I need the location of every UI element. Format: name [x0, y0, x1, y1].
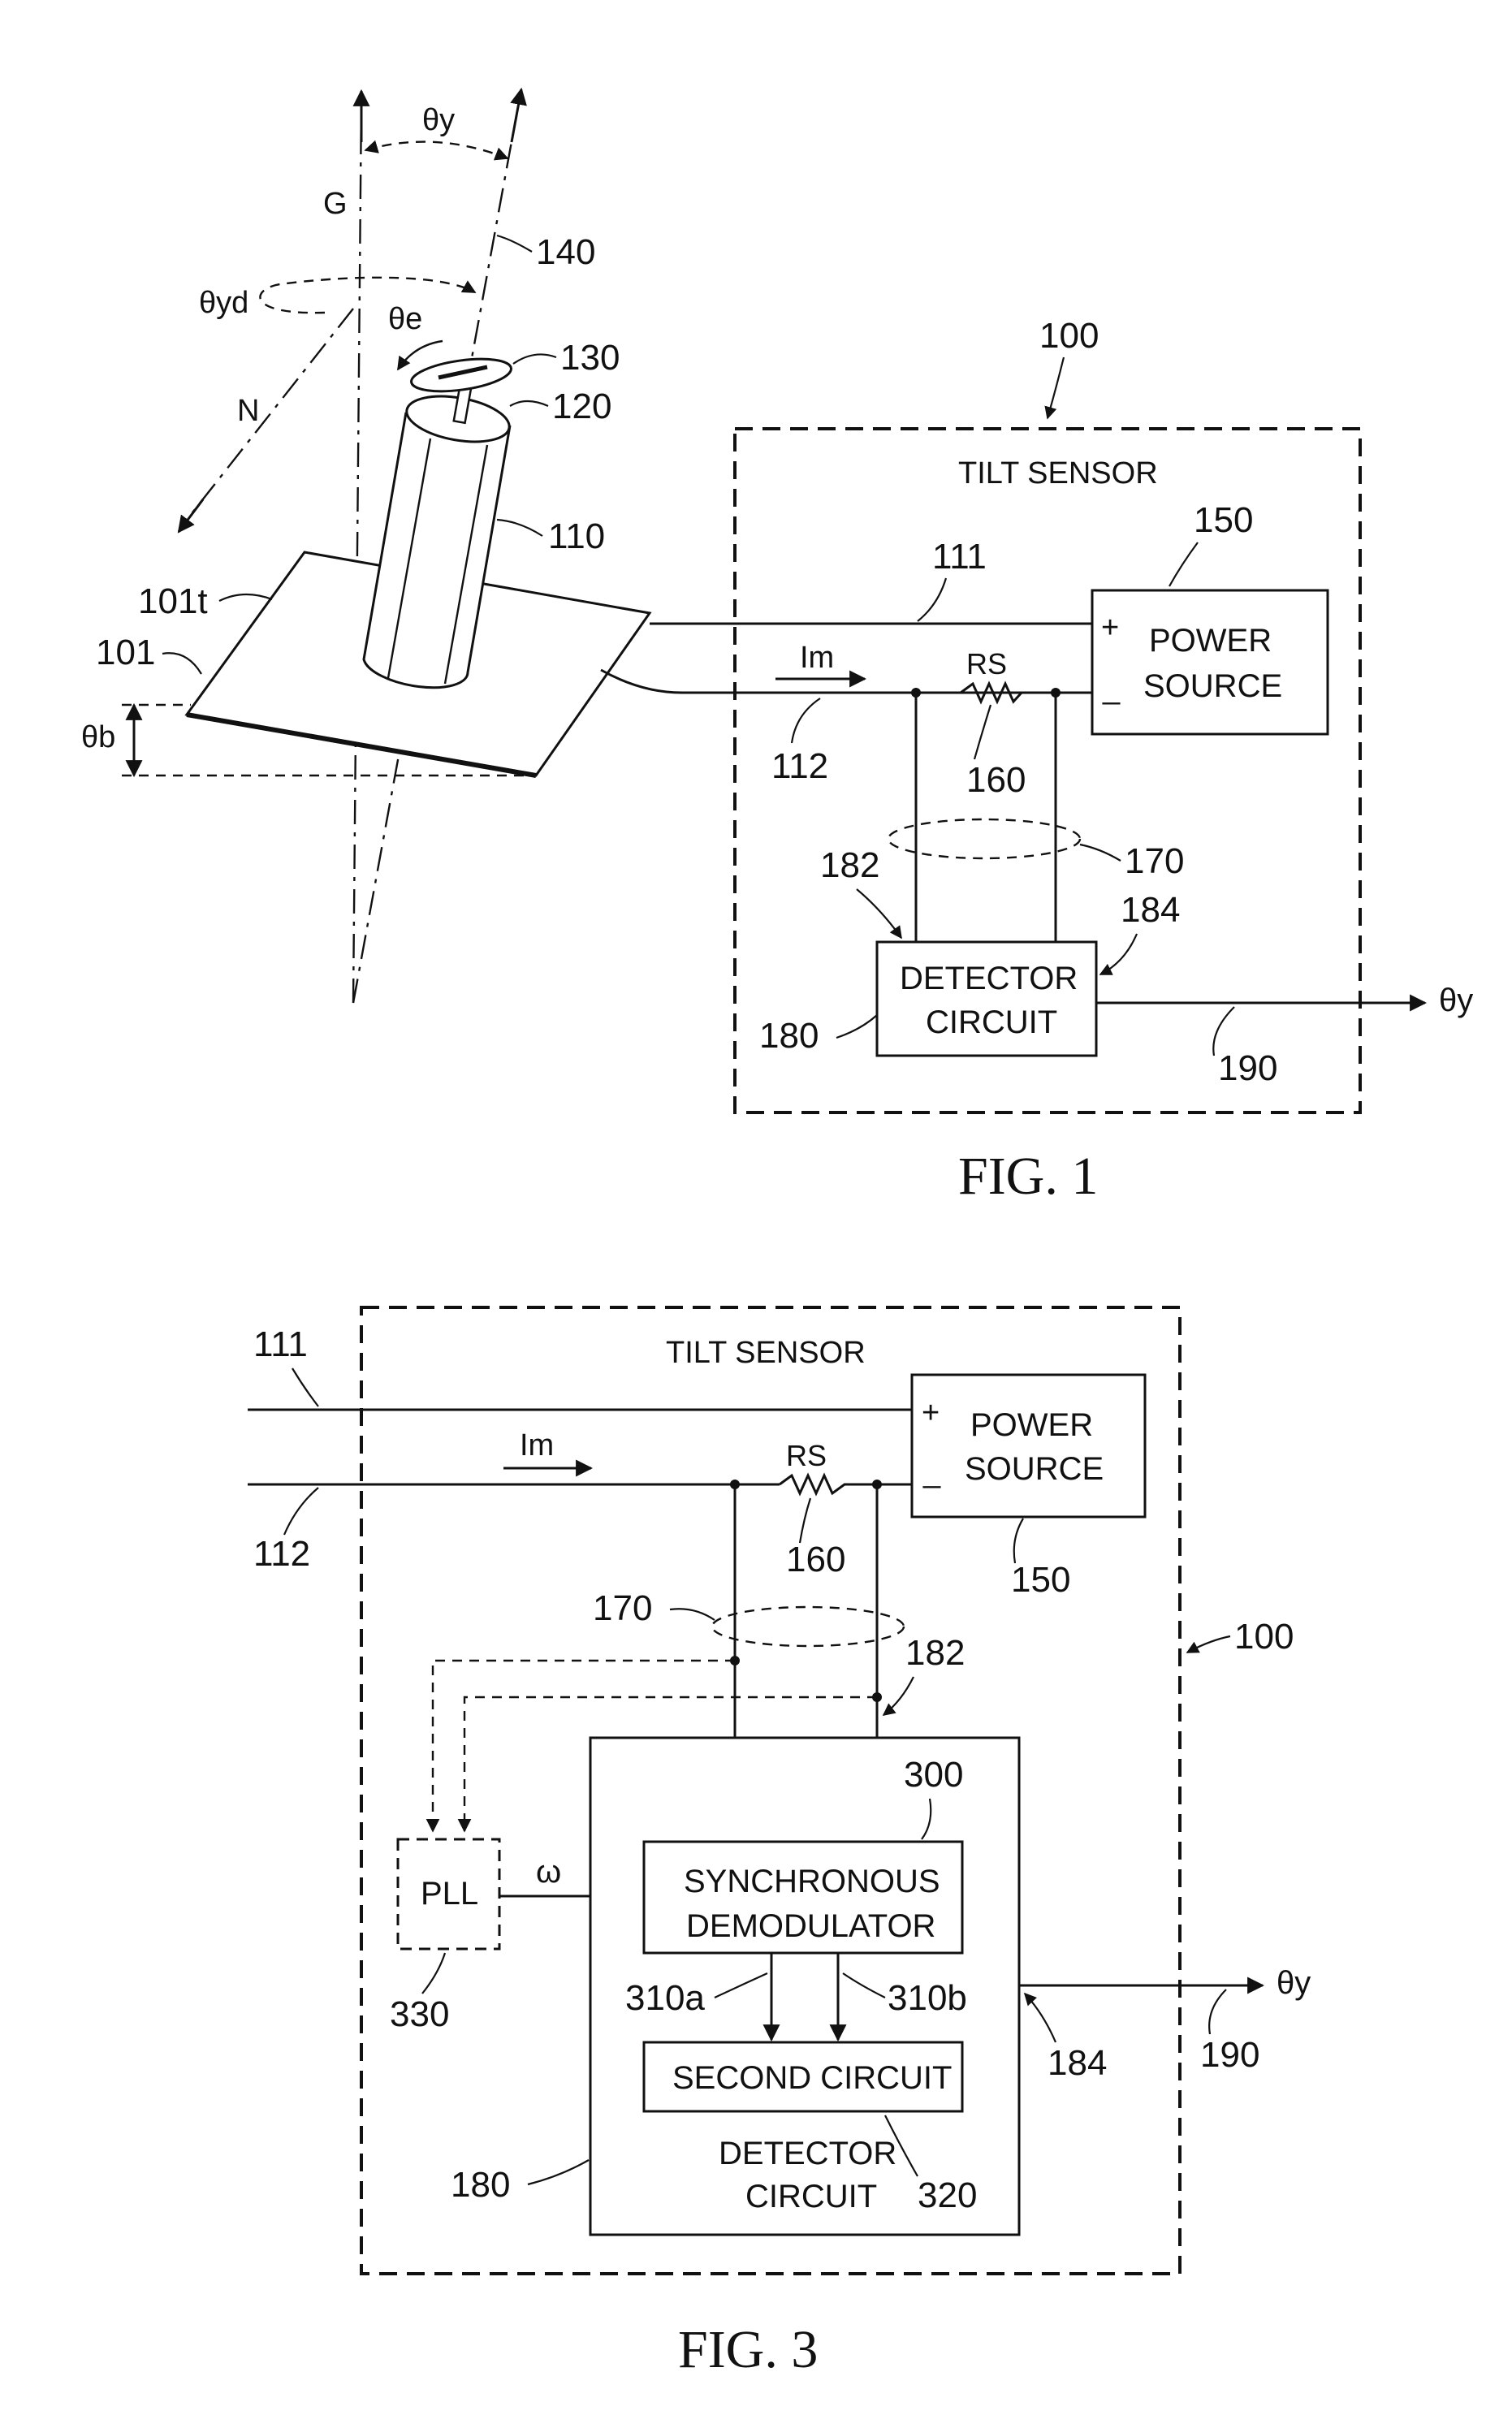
ref-180-fig1: 180 [759, 1016, 819, 1056]
ref-140: 140 [536, 232, 595, 272]
sync-label-1: SYNCHRONOUS [684, 1864, 940, 1899]
ref-182-fig3: 182 [905, 1633, 965, 1673]
ref-310a: 310a [625, 1978, 705, 2018]
angle-y-arc [365, 142, 508, 158]
ref-150-fig1: 150 [1194, 500, 1253, 540]
figure-3: TILT SENSOR POWER SOURCE + _ Im RS PLL ω… [248, 1307, 1311, 2379]
resistor-rs-fig3 [780, 1475, 912, 1493]
detector-label-2-fig3: CIRCUIT [745, 2179, 877, 2214]
ref-190-fig3: 190 [1200, 2035, 1259, 2075]
power-source-label-2: SOURCE [1143, 668, 1282, 704]
north-axis-arrow [179, 499, 203, 532]
ref-182-fig1: 182 [820, 845, 879, 885]
twisted-pair-170-fig3 [712, 1607, 904, 1646]
omega-label: ω [536, 1854, 561, 1890]
sync-label-2: DEMODULATOR [686, 1908, 935, 1944]
ref-110: 110 [548, 516, 605, 556]
label-theta-e: θe [388, 302, 422, 336]
ref-111-fig1: 111 [932, 537, 987, 577]
current-label-fig1: Im [800, 641, 834, 675]
ref-101t: 101t [138, 581, 208, 621]
ref-112-fig3: 112 [253, 1534, 310, 1574]
ref-150-fig3: 150 [1011, 1560, 1070, 1600]
tilt-sensor-label-fig1: TILT SENSOR [958, 456, 1158, 490]
power-source-label-1: POWER [1149, 623, 1272, 659]
label-north: N [237, 394, 259, 428]
wire-112-fig1 [601, 670, 1092, 693]
ref-310b: 310b [888, 1978, 967, 2018]
ref-112-fig1: 112 [771, 746, 828, 786]
resistor-label-fig1: RS [966, 647, 1007, 680]
detector-label-2-fig1: CIRCUIT [926, 1004, 1057, 1040]
figure-1: TILT SENSOR POWER SOURCE + _ Im RS DETEC… [81, 89, 1473, 1206]
ref-111-fig3: 111 [253, 1324, 308, 1364]
label-gravity: G [323, 187, 348, 221]
power-source-label-1-fig3: POWER [970, 1407, 1093, 1443]
ref-330: 330 [390, 1994, 449, 2034]
power-source-fig1 [1092, 590, 1328, 734]
power-source-fig3 [912, 1375, 1145, 1517]
minus-terminal: _ [1102, 672, 1121, 706]
minus-terminal-fig3: _ [922, 1455, 941, 1489]
gravity-axis [353, 97, 361, 1003]
output-label-fig1: θy [1439, 983, 1473, 1018]
plus-terminal-fig3: + [922, 1396, 940, 1430]
tilt-sensor-label-fig3: TILT SENSOR [666, 1336, 866, 1370]
second-circuit-label: SECOND CIRCUIT [672, 2060, 952, 2096]
ref-320: 320 [918, 2175, 977, 2215]
plus-terminal: + [1101, 611, 1119, 645]
ref-184-fig3: 184 [1048, 2043, 1107, 2083]
figure-1-caption: FIG. 1 [958, 1147, 1098, 1206]
label-theta-yd: θyd [199, 286, 248, 320]
north-axis [187, 309, 353, 520]
label-theta-b: θb [81, 720, 115, 754]
power-source-label-2-fig3: SOURCE [965, 1451, 1104, 1487]
angle-yd-ellipse [260, 278, 475, 313]
ref-180-fig3: 180 [451, 2165, 510, 2205]
ref-160-fig3: 160 [786, 1540, 845, 1579]
pll-label: PLL [421, 1876, 478, 1912]
ref-101: 101 [96, 633, 155, 672]
ref-160-fig1: 160 [966, 760, 1026, 800]
ref-300: 300 [904, 1755, 963, 1795]
output-label-fig3: θy [1277, 1965, 1311, 2001]
ref-120: 120 [552, 387, 611, 426]
ref-190-fig1: 190 [1218, 1048, 1277, 1088]
ref-170-fig3: 170 [593, 1588, 652, 1628]
current-label-fig3: Im [520, 1428, 554, 1462]
detector-label-1-fig1: DETECTOR [900, 961, 1078, 996]
tilt-axis-arrow [512, 89, 521, 142]
ref-170-fig1: 170 [1125, 841, 1184, 881]
label-theta-y-top: θy [422, 103, 455, 137]
figure-3-caption: FIG. 3 [678, 2320, 818, 2379]
ref-130: 130 [560, 338, 620, 378]
detector-label-1-fig3: DETECTOR [719, 2136, 896, 2171]
ref-184-fig1: 184 [1121, 890, 1180, 930]
ref-100-fig3: 100 [1234, 1617, 1294, 1657]
resistor-label-fig3: RS [786, 1439, 827, 1472]
ref-100-fig1: 100 [1039, 316, 1099, 356]
